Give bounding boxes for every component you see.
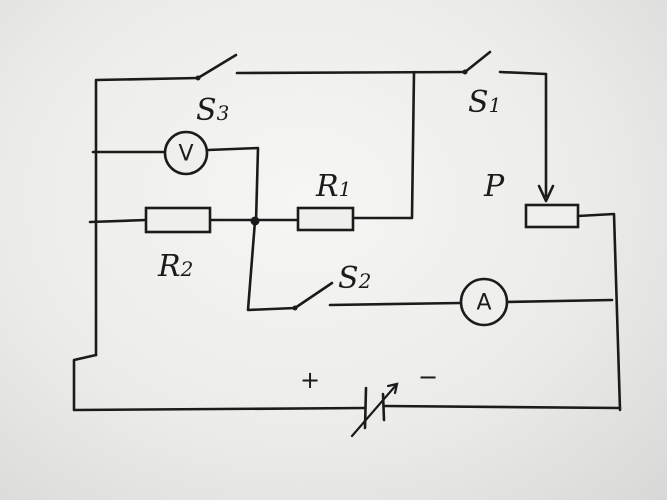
rheostat bbox=[524, 72, 622, 412]
slider-arrow bbox=[537, 184, 555, 203]
resistor-r1 bbox=[296, 206, 355, 232]
label-p: P bbox=[483, 169, 505, 204]
resistor-r1-body bbox=[296, 206, 355, 232]
rheostat-body bbox=[524, 203, 580, 229]
voltmeter-circle bbox=[163, 130, 209, 176]
ammeter-symbol: A bbox=[476, 291, 491, 316]
bottom-wire bbox=[72, 353, 622, 412]
switch-s3 bbox=[195, 53, 238, 81]
ammeter-right-wire bbox=[505, 298, 614, 304]
resistor-r2-body bbox=[144, 206, 212, 234]
voltmeter: V bbox=[163, 130, 209, 176]
battery-plus-sign: + bbox=[300, 366, 320, 394]
label-r2: R2 bbox=[157, 249, 193, 284]
label-s2: S2 bbox=[338, 261, 371, 296]
rheostat-right-wire bbox=[576, 212, 622, 412]
voltmeter-symbol: V bbox=[178, 142, 193, 167]
ammeter: A bbox=[459, 277, 509, 327]
label-r1: R1 bbox=[315, 169, 351, 204]
resistor-r2 bbox=[144, 206, 212, 234]
variable-arrow-head bbox=[386, 382, 399, 395]
variable-arrow bbox=[350, 382, 399, 438]
battery-minus-sign: − bbox=[418, 363, 438, 391]
label-s1: S1 bbox=[468, 85, 501, 120]
s2-branch bbox=[246, 219, 462, 312]
battery bbox=[350, 382, 399, 438]
switch-s2 bbox=[292, 281, 334, 311]
voltmeter-branch bbox=[91, 146, 260, 224]
switch-s1 bbox=[462, 50, 492, 75]
top-wire bbox=[94, 70, 548, 357]
label-s3: S3 bbox=[196, 93, 229, 128]
